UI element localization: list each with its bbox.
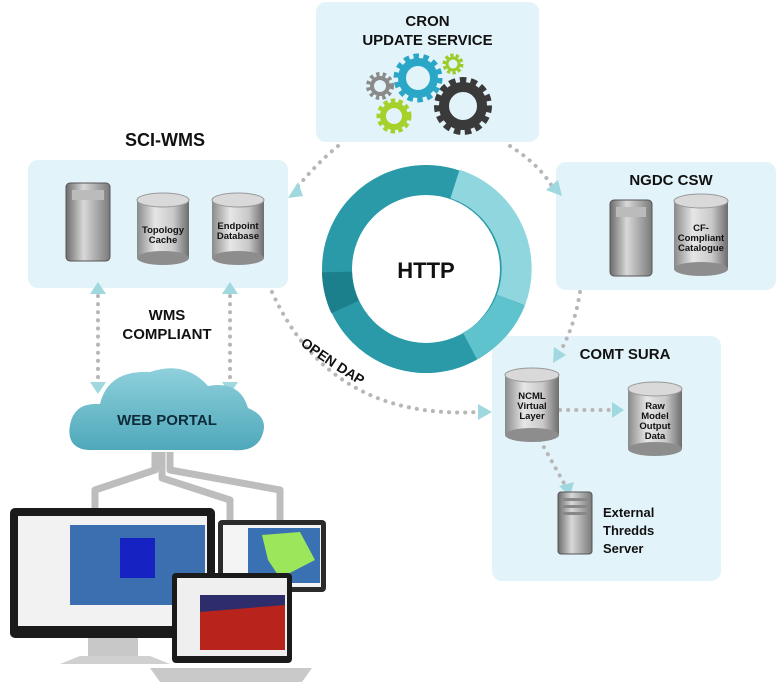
gears-icon	[366, 53, 492, 135]
ring-segment-mid	[462, 294, 525, 360]
ring-segment-light	[449, 169, 532, 306]
cron-title-line2: UPDATE SERVICE	[362, 32, 493, 49]
desktop-monitor-icon	[10, 508, 215, 664]
cron-title-line1: CRON	[405, 13, 450, 30]
catalogue-line3: Catalogue	[678, 243, 724, 254]
endpoint-line1: Endpoint	[217, 221, 259, 232]
cron-panel	[316, 2, 539, 142]
opendap-dots	[270, 290, 480, 415]
thredds-line3: Server	[603, 541, 644, 556]
gear-green-top-icon	[442, 53, 464, 75]
web-portal-label: WEB PORTAL	[117, 412, 217, 429]
gear-blue-icon	[393, 53, 443, 103]
arrow-to-raw	[612, 402, 624, 418]
ncml-to-thredds-dots	[538, 438, 567, 487]
ngdc-server-icon	[609, 199, 653, 277]
arrow-to-comt	[553, 347, 566, 363]
topology-cache-icon	[136, 192, 190, 265]
wms-line1: WMS	[148, 307, 186, 324]
raw-line1: Raw	[645, 401, 665, 412]
thredds-server-icon	[557, 491, 593, 555]
cron-to-ngdc-dots	[508, 144, 555, 190]
gear-grey-small-icon	[366, 72, 394, 100]
catalogue-line1: CF-	[693, 223, 709, 234]
gear-green-icon	[376, 98, 412, 134]
ncml-line2: Virtual	[517, 401, 547, 412]
catalogue-line2: Compliant	[677, 233, 725, 244]
raw-line3: Output	[639, 421, 671, 432]
arrow-sciwms-up-left	[90, 282, 106, 294]
wms-compliant-label: WMS COMPLIANT	[112, 306, 222, 344]
endpoint-database-label: Endpoint Database	[212, 222, 264, 242]
arrow-portal-left	[90, 382, 106, 394]
arrow-to-ncml	[478, 404, 492, 420]
ncml-layer-label: NCML Virtual Layer	[505, 392, 559, 422]
web-portal-cloud-icon	[69, 368, 264, 451]
cron-to-sciwms-dots	[293, 144, 340, 192]
wms-line2: COMPLIANT	[122, 326, 212, 343]
arrow-heads	[90, 180, 624, 496]
topology-line1: Topology	[141, 225, 185, 236]
sciwms-title: SCI-WMS	[125, 130, 205, 150]
ring-segment-deep	[322, 271, 359, 314]
laptop-icon	[150, 573, 312, 682]
arrow-to-sciwms	[288, 182, 303, 198]
sciwms-server-icon	[65, 182, 111, 262]
arrow-to-ngdc	[546, 180, 562, 196]
topology-cache-label: Topology Cache	[137, 226, 189, 246]
cf-catalogue-label: CF- Compliant Catalogue	[674, 224, 728, 254]
thredds-line1: External	[603, 505, 655, 520]
cron-title: CRON UPDATE SERVICE	[316, 12, 539, 50]
comt-title: COMT SURA	[579, 346, 671, 363]
ngdc-title: NGDC CSW	[629, 172, 713, 189]
topology-line2: Cache	[148, 235, 178, 246]
endpoint-database-icon	[211, 192, 265, 265]
arrow-sciwms-up-right	[222, 282, 238, 294]
thredds-line2: Thredds	[603, 523, 655, 538]
raw-line2: Model	[641, 411, 669, 422]
ncml-line1: NCML	[518, 391, 546, 402]
endpoint-line2: Database	[216, 231, 260, 242]
http-ring	[322, 165, 532, 373]
ncml-layer-icon	[504, 367, 560, 442]
cf-catalogue-icon	[673, 193, 729, 276]
thredds-label: External Thredds Server	[603, 504, 654, 558]
ngdc-panel	[556, 162, 776, 290]
ncml-line3: Layer	[519, 411, 545, 422]
raw-line4: Data	[644, 431, 666, 442]
ngdc-to-comt-dots	[558, 290, 582, 354]
gear-dark-icon	[434, 77, 492, 135]
raw-data-label: Raw Model Output Data	[628, 402, 682, 442]
raw-data-icon	[627, 381, 683, 456]
http-label: HTTP	[397, 258, 455, 283]
